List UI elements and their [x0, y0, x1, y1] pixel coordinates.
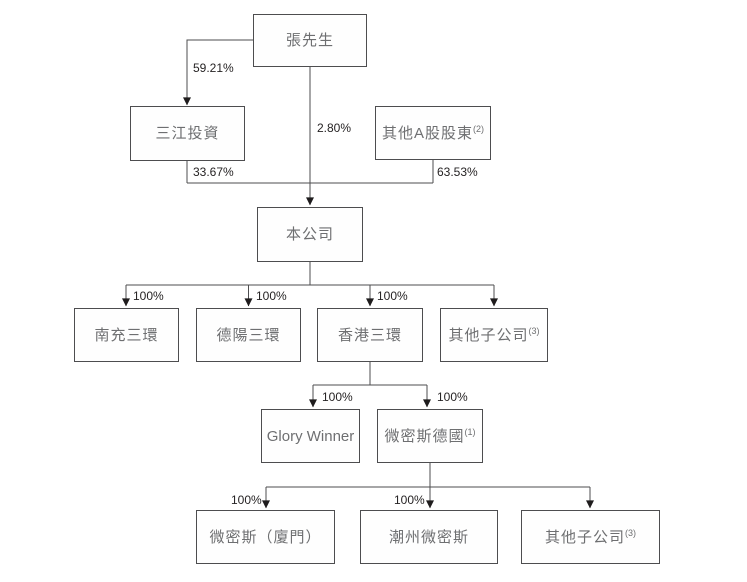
- node-deyang-sanhuan-label: 德陽三環: [216, 326, 281, 344]
- node-glory-winner-label: Glory Winner: [266, 427, 355, 445]
- node-weimisi-xiamen: 微密斯（廈門）: [196, 510, 335, 564]
- edge-label-hongkong-to-glory-winner: 100%: [322, 390, 353, 404]
- node-mr-zhang-label: 張先生: [285, 32, 334, 49]
- node-weimisi-germany-text: 微密斯德國: [384, 427, 465, 445]
- edge-label-company-to-hongkong: 100%: [377, 289, 408, 303]
- footnote-3b-superscript: (3): [625, 527, 636, 538]
- edge-label-other-a-to-company: 63.53%: [437, 165, 478, 179]
- node-nanchong-sanhuan: 南充三環: [74, 308, 179, 362]
- node-weimisi-germany: 微密斯德國(1): [377, 409, 483, 463]
- node-nanchong-sanhuan-label: 南充三環: [94, 326, 159, 344]
- node-sanjiang-investment: 三江投資: [130, 106, 245, 161]
- node-other-subsidiaries-2-label: 其他子公司(3): [544, 527, 636, 546]
- node-other-a-shareholders-label: 其他A股股東(2): [381, 123, 484, 142]
- footnote-2-superscript: (2): [473, 123, 484, 134]
- node-glory-winner: Glory Winner: [261, 409, 360, 463]
- node-other-subsidiaries-2-text: 其他子公司: [544, 528, 625, 546]
- node-deyang-sanhuan: 德陽三環: [196, 308, 301, 362]
- edge-label-sanjiang-to-company: 33.67%: [193, 165, 234, 179]
- node-other-subsidiaries-1: 其他子公司(3): [440, 308, 548, 362]
- edge-label-zhang-to-sanjiang: 59.21%: [193, 61, 234, 75]
- edge-label-zhang-to-company: 2.80%: [317, 121, 352, 135]
- node-other-a-shareholders-text: 其他A股股東: [381, 124, 473, 142]
- node-chaozhou-weimisi-label: 潮州微密斯: [388, 528, 469, 546]
- node-the-company: 本公司: [257, 207, 363, 262]
- edge-label-weimisi-to-xiamen: 100%: [231, 493, 262, 507]
- edge-label-weimisi-to-chaozhou: 100%: [394, 493, 425, 507]
- node-mr-zhang: 張先生: [253, 14, 367, 67]
- node-chaozhou-weimisi: 潮州微密斯: [360, 510, 498, 564]
- edge-label-company-to-deyang: 100%: [256, 289, 287, 303]
- node-weimisi-germany-label: 微密斯德國(1): [384, 426, 476, 445]
- node-other-a-shareholders: 其他A股股東(2): [375, 106, 491, 160]
- node-hongkong-sanhuan: 香港三環: [317, 308, 423, 362]
- node-sanjiang-investment-label: 三江投資: [155, 125, 220, 142]
- edge-label-company-to-nanchong: 100%: [133, 289, 164, 303]
- node-other-subsidiaries-1-label: 其他子公司(3): [448, 325, 540, 344]
- node-other-subsidiaries-1-text: 其他子公司: [448, 326, 529, 344]
- node-the-company-label: 本公司: [285, 226, 334, 243]
- node-weimisi-xiamen-label: 微密斯（廈門）: [209, 528, 322, 546]
- footnote-3-superscript: (3): [528, 325, 540, 336]
- footnote-1-superscript: (1): [464, 426, 476, 437]
- node-other-subsidiaries-2: 其他子公司(3): [521, 510, 660, 564]
- edge-label-hongkong-to-weimisi-germany: 100%: [437, 390, 468, 404]
- node-hongkong-sanhuan-label: 香港三環: [337, 326, 402, 344]
